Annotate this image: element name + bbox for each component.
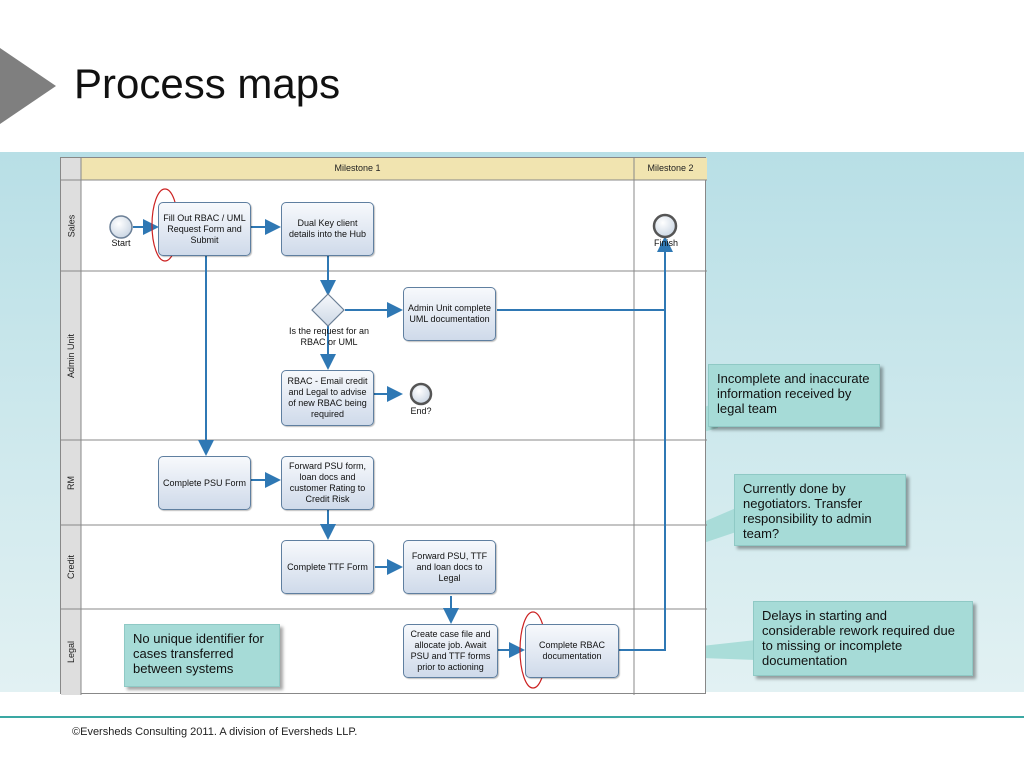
task-forward-psu: Forward PSU form, loan docs and customer… [281,456,374,510]
callout-incomplete-information: Incomplete and inaccurate information re… [708,364,880,427]
page-title: Process maps [74,60,341,107]
milestone-2-label: Milestone 2 [647,163,694,173]
task-fill-out-request: Fill Out RBAC / UML Request Form and Sub… [158,202,251,256]
task-rbac-email: RBAC - Email credit and Legal to advise … [281,370,374,426]
callout-delays: Delays in starting and considerable rewo… [753,601,973,676]
task-complete-psu: Complete PSU Form [158,456,251,510]
task-complete-ttf: Complete TTF Form [281,540,374,594]
callout-negotiators: Currently done by negotiators. Transfer … [734,474,906,546]
milestone-header [61,158,707,180]
decision-label: Is the request for an RBAC or UML [288,326,370,347]
callout-no-unique-identifier: No unique identifier for cases transferr… [124,624,280,687]
lane-sales: Sales [61,180,81,271]
decision-gateway [311,293,345,327]
diagram-canvas [61,158,707,695]
lane-rm: RM [61,440,81,525]
lane-rm-label: RM [66,475,76,490]
lane-admin-unit: Admin Unit [61,271,81,440]
start-event [109,215,133,239]
footer-divider [0,716,1024,718]
footer-copyright: ©Eversheds Consulting 2011. A division o… [72,726,358,738]
task-complete-rbac: Complete RBAC documentation [525,624,619,678]
milestone-1-label: Milestone 1 [334,163,381,173]
lane-legal-label: Legal [66,640,76,664]
task-forward-ttf: Forward PSU, TTF and loan docs to Legal [403,540,496,594]
finish-event [652,213,678,239]
lane-header-column [61,158,81,695]
lane-credit: Credit [61,525,81,609]
lane-legal: Legal [61,609,81,695]
start-label: Start [111,238,131,248]
finish-label: Finish [653,238,678,248]
process-diagram: Milestone 1 Milestone 2 Sales Admin Unit… [60,157,707,695]
task-create-case-file: Create case file and allocate job. Await… [403,624,498,678]
task-admin-complete-uml: Admin Unit complete UML documentation [403,287,496,341]
task-dual-key: Dual Key client details into the Hub [281,202,374,256]
lane-sales-label: Sales [66,214,77,237]
end-event [409,382,433,406]
lane-credit-label: Credit [66,554,77,580]
end-label: End? [410,406,432,416]
lane-admin-unit-label: Admin Unit [66,333,77,378]
title-arrow-decoration [0,48,56,124]
